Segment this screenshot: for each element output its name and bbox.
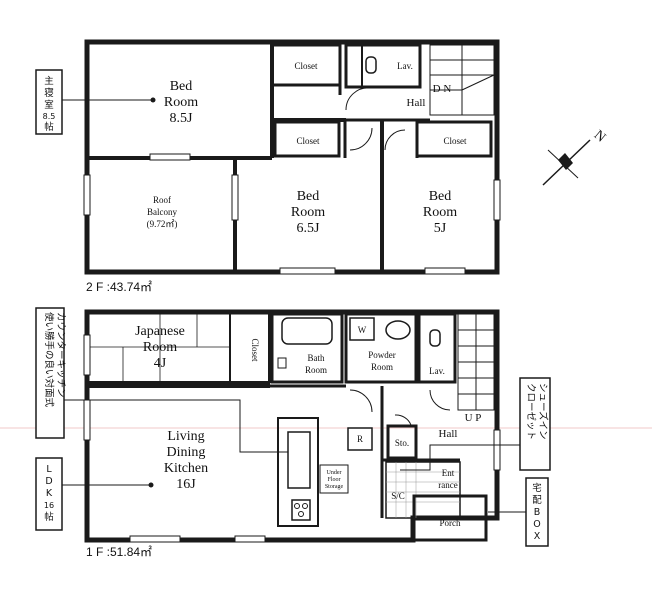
svg-text:O: O xyxy=(533,519,540,530)
closet-1f-label: Closet xyxy=(250,338,260,362)
ldk-label-2: Dining xyxy=(167,445,206,460)
powder-label: Powder xyxy=(368,350,396,360)
master-callout: 主 寝 室 8.5 帖 xyxy=(35,69,153,135)
svg-text:帖: 帖 xyxy=(44,121,54,133)
bed-master-size: 8.5J xyxy=(170,111,194,126)
bed-master-label: Bed xyxy=(170,79,193,94)
svg-text:Floor: Floor xyxy=(327,477,340,483)
entrance-label: Ent xyxy=(442,468,455,478)
toilet-icon xyxy=(365,56,377,74)
bed3-size: 5J xyxy=(434,221,447,236)
sc-label: S/C xyxy=(391,491,405,501)
floor-1-area: 1 F :51.84㎡ xyxy=(86,545,152,559)
balcony-size: (9.72㎡) xyxy=(147,219,178,229)
stairs-2f xyxy=(429,44,495,116)
balcony-label: Roof xyxy=(153,195,171,205)
svg-text:K: K xyxy=(46,488,53,499)
japanese-label: Japanese xyxy=(135,324,185,339)
balcony-label-2: Balcony xyxy=(147,207,177,217)
svg-text:Under: Under xyxy=(327,470,342,476)
svg-text:室: 室 xyxy=(44,99,54,111)
bath-label: Bath xyxy=(308,353,325,363)
svg-text:8.5: 8.5 xyxy=(43,112,56,121)
closet-c-label: Closet xyxy=(443,136,467,146)
sto-label: Sto. xyxy=(395,438,409,448)
powder-room xyxy=(344,312,418,384)
bathtub-icon xyxy=(281,317,333,345)
svg-text:寝: 寝 xyxy=(44,87,54,99)
delivery-box-callout: 宅 配 B O X xyxy=(488,477,549,547)
svg-text:L: L xyxy=(46,464,52,475)
bath-label-2: Room xyxy=(305,365,327,375)
hall-1f-label: Hall xyxy=(439,428,458,440)
japanese-label-2: Room xyxy=(143,340,177,355)
bed3-label-2: Room xyxy=(423,205,457,220)
svg-text:主: 主 xyxy=(44,75,54,87)
svg-text:使い勝手の良い対面式: 使い勝手の良い対面式 xyxy=(43,312,55,408)
closet-b xyxy=(273,120,341,158)
entrance-area xyxy=(385,461,461,519)
svg-text:X: X xyxy=(534,531,541,542)
porch xyxy=(412,494,488,542)
under-floor-storage xyxy=(319,464,349,494)
ldk-label: Living xyxy=(167,429,204,444)
counter-kitchen-callout: 使い勝手の良い対面式 カウンターキッチン xyxy=(35,307,288,453)
toilet-icon-1f xyxy=(429,329,441,347)
svg-text:カウンターキッチン: カウンターキッチン xyxy=(55,312,66,398)
dn-label: D N xyxy=(433,83,452,95)
r-mark: R xyxy=(357,434,363,444)
entrance-label-2: rance xyxy=(438,480,457,490)
ldk-size: 16J xyxy=(176,477,196,492)
floor-2-area: 2 F :43.74㎡ xyxy=(86,280,152,294)
ldk-label-3: Kitchen xyxy=(164,461,208,476)
svg-text:帖: 帖 xyxy=(44,511,54,523)
compass-icon: N xyxy=(542,128,608,186)
storage-1f xyxy=(386,424,418,460)
kitchen-counter xyxy=(277,417,319,527)
bed-master-label-2: Room xyxy=(164,95,198,110)
up-label: U P xyxy=(465,412,482,424)
lav-1f-label: Lav. xyxy=(429,366,445,376)
svg-text:配: 配 xyxy=(532,495,542,506)
washer-icon xyxy=(349,317,375,341)
lavatory-1f xyxy=(417,312,457,384)
svg-text:B: B xyxy=(534,507,541,518)
japanese-size: 4J xyxy=(154,356,167,371)
stairs-1f xyxy=(457,313,495,411)
lavatory-2f xyxy=(344,43,422,89)
svg-text:宅: 宅 xyxy=(532,482,542,494)
closet-b-label: Closet xyxy=(296,136,320,146)
floor-2-plan: Bed Room 8.5J Closet Lav. D N Hall Close… xyxy=(83,39,501,294)
bed2-label: Bed xyxy=(297,189,320,204)
ldk-callout: L D K 16 帖 xyxy=(35,457,151,531)
svg-text:シューズイン: シューズイン xyxy=(537,383,549,440)
svg-text:16: 16 xyxy=(44,501,54,510)
floor-1-plan: Japanese Room 4J Closet Bath Room W Powd… xyxy=(83,309,501,559)
fridge-icon xyxy=(347,427,373,451)
closet-a-label: Closet xyxy=(294,61,318,71)
bath-room xyxy=(270,312,344,384)
lav-2f-label: Lav. xyxy=(397,61,413,71)
bed2-label-2: Room xyxy=(291,205,325,220)
bed2-size: 6.5J xyxy=(297,221,321,236)
bed3-label: Bed xyxy=(429,189,452,204)
w-mark: W xyxy=(358,325,367,335)
svg-text:Storage: Storage xyxy=(325,484,344,490)
svg-text:N: N xyxy=(591,128,608,146)
powder-label-2: Room xyxy=(371,362,393,372)
svg-text:D: D xyxy=(45,476,52,487)
stove-icon xyxy=(291,499,311,521)
sink-icon xyxy=(385,320,411,340)
shoes-closet-callout: シューズイン クローゼット xyxy=(400,377,551,471)
hall-2f-label: Hall xyxy=(407,97,426,109)
porch-label: Porch xyxy=(440,518,461,528)
svg-text:クローゼット: クローゼット xyxy=(525,383,537,440)
